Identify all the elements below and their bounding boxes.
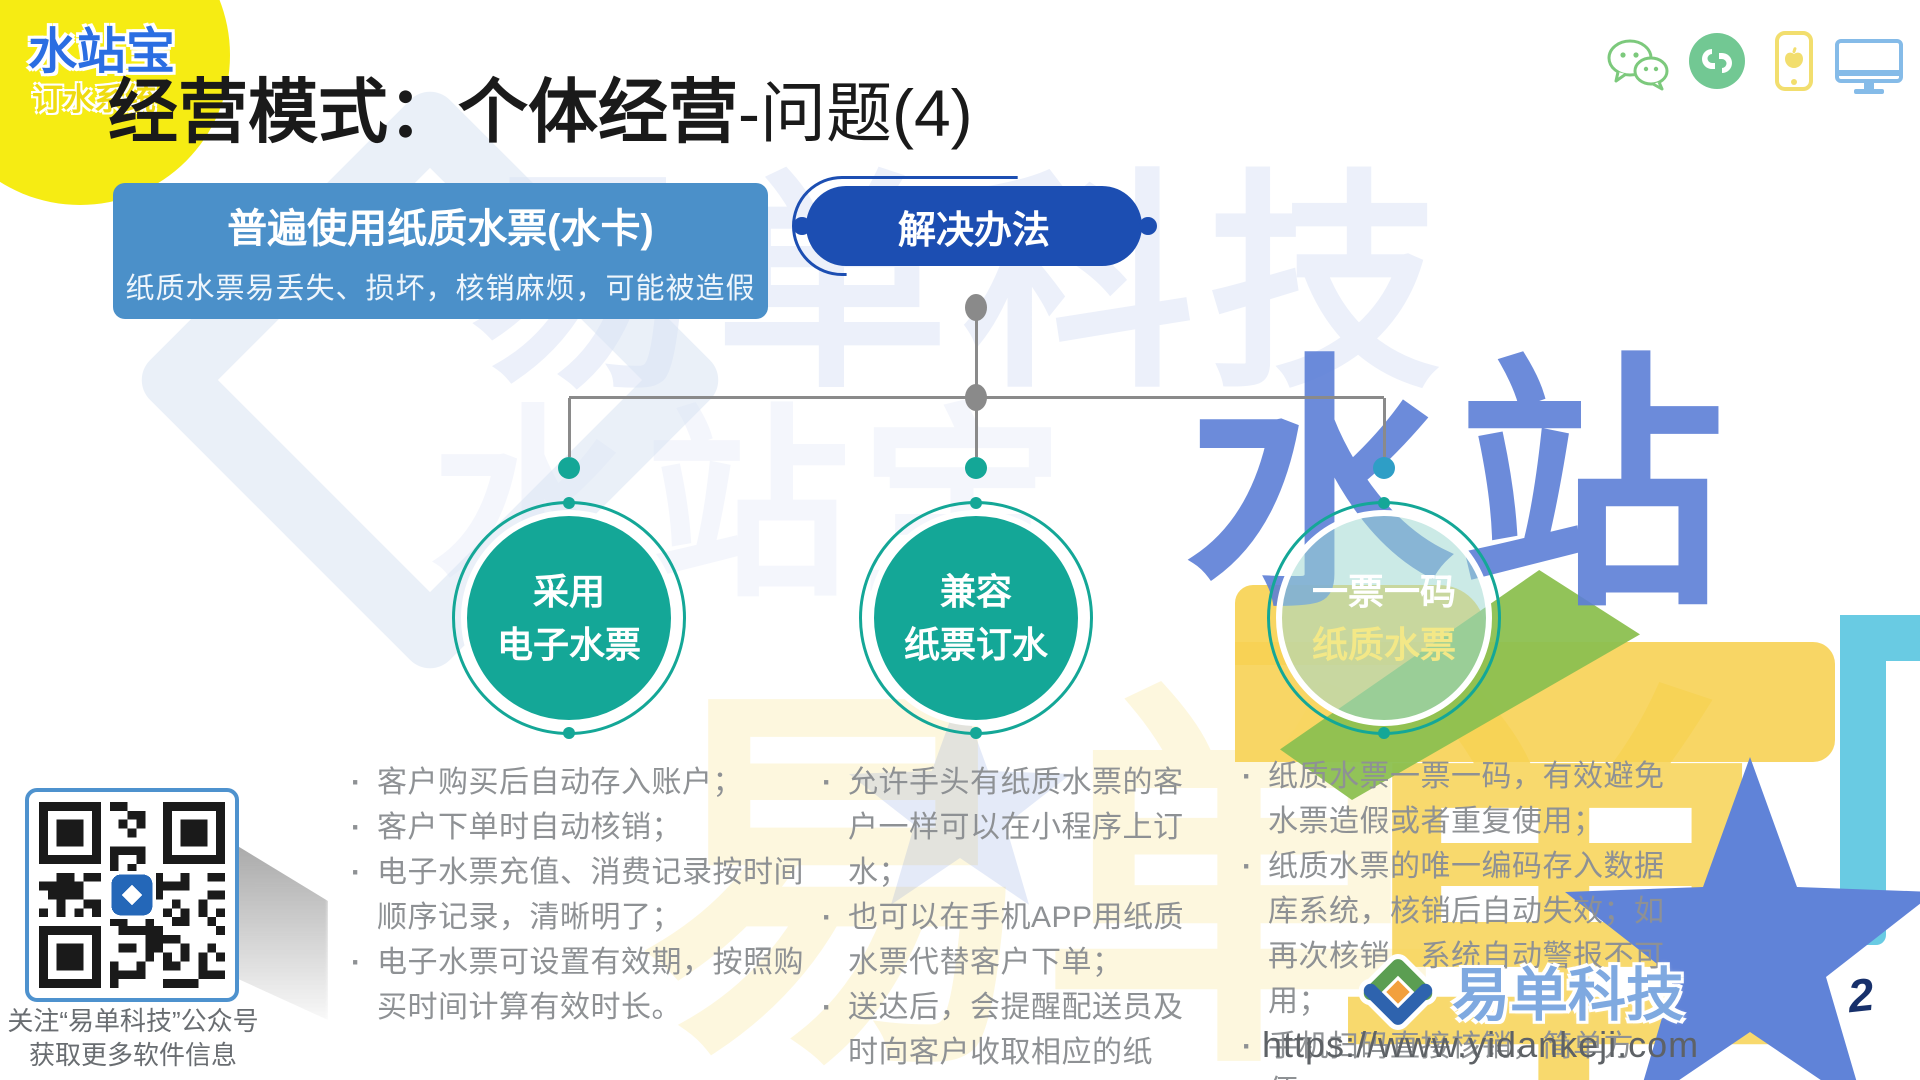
monitor-icon bbox=[1835, 39, 1903, 94]
bullet-item: 也可以在手机APP用纸质水票代替客户下单； bbox=[818, 895, 1190, 985]
branch-circle-compatible: 兼容 纸票订水 bbox=[859, 497, 1093, 739]
brand-badge-title: 水站宝 bbox=[28, 25, 176, 79]
bullet-item: 纸质水票一票一码，有效避免水票造假或者重复使用； bbox=[1238, 754, 1678, 844]
branch-dot-2 bbox=[965, 457, 987, 479]
qr-caption: 关注“易单科技”公众号 获取更多软件信息 bbox=[0, 1004, 266, 1072]
branch-circle-electronic: 采用 电子水票 bbox=[452, 497, 686, 739]
bullet-item: 允许手头有纸质水票的客户一样可以在小程序上订水； bbox=[818, 760, 1190, 895]
problem-card-title: 普遍使用纸质水票(水卡) bbox=[227, 207, 654, 251]
circle-label-line2: 电子水票 bbox=[496, 624, 641, 665]
miniprogram-icon bbox=[1689, 33, 1745, 89]
bullet-list-onecode: 纸质水票一票一码，有效避免水票造假或者重复使用；纸质水票的唯一编码存入数据库系统… bbox=[1238, 754, 1678, 1080]
cyan-corner-shape bbox=[1840, 615, 1920, 661]
page-number: 2 bbox=[1845, 967, 1877, 1023]
connector-stub-1 bbox=[568, 398, 571, 457]
problem-card: 普遍使用纸质水票(水卡) 纸质水票易丢失、损坏，核销麻烦，可能被造假 bbox=[113, 183, 768, 319]
pill-right-dot bbox=[1139, 217, 1157, 235]
connector-dot-top bbox=[965, 294, 987, 321]
bullet-item: 电子水票充值、消费记录按时间顺序记录，清晰明了； bbox=[347, 850, 812, 940]
wechat-icon bbox=[1607, 39, 1669, 91]
footer-url: https://www.yidankeji.com bbox=[1262, 1024, 1700, 1065]
bullet-item: 纸质水票的唯一编码存入数据库系统，核销后自动失效；如再次核销，系统自动警报不可用… bbox=[1238, 844, 1678, 1024]
solution-pill: 解决办法 bbox=[806, 186, 1142, 266]
circle-label-line2: 纸票订水 bbox=[903, 624, 1048, 665]
qr-code-card bbox=[25, 788, 239, 1002]
connector-vline-top bbox=[975, 308, 978, 397]
branch-circle-onecode-core: 一票一码 纸质水票 bbox=[1276, 510, 1492, 726]
footer-brand-text: 易单科技 bbox=[1452, 963, 1685, 1028]
connector-hline bbox=[569, 396, 1384, 399]
qr-code bbox=[39, 802, 225, 988]
branch-circle-electronic-core: 采用 电子水票 bbox=[461, 510, 677, 726]
circle-label-line1: 一票一码 bbox=[1311, 571, 1456, 612]
problem-card-desc: 纸质水票易丢失、损坏，核销麻烦，可能被造假 bbox=[125, 273, 756, 305]
bullet-item: 客户购买后自动存入账户； bbox=[347, 760, 812, 805]
bullet-item: 客户下单时自动核销； bbox=[347, 805, 812, 850]
solution-pill-label: 解决办法 bbox=[897, 209, 1050, 252]
blue-star-shape bbox=[1565, 757, 1920, 1080]
qr-caption-line2: 获取更多软件信息 bbox=[28, 1040, 237, 1070]
page-title-bold: 经营模式：个体经营 bbox=[108, 73, 738, 151]
brand-badge-subtitle: 订水系统 bbox=[32, 82, 156, 117]
bullet-list-electronic: 客户购买后自动存入账户；客户下单时自动核销；电子水票充值、消费记录按时间顺序记录… bbox=[347, 760, 812, 1030]
connector-stub-2 bbox=[975, 398, 978, 457]
branch-dot-3 bbox=[1373, 457, 1395, 479]
circle-label-line1: 采用 bbox=[532, 571, 605, 612]
branch-circle-onecode: 一票一码 纸质水票 bbox=[1267, 497, 1501, 739]
bullet-item: 手机扫码直接核销，简单方便。 bbox=[1238, 1024, 1678, 1080]
bullet-list-compatible: 允许手头有纸质水票的客户一样可以在小程序上订水；也可以在手机APP用纸质水票代替… bbox=[818, 760, 1190, 1080]
footer-logo-icon bbox=[1358, 954, 1438, 1030]
bullet-item: 电子水票可设置有效期，按照购买时间计算有效时长。 bbox=[347, 940, 812, 1030]
circle-label-line2: 纸质水票 bbox=[1311, 624, 1456, 665]
iphone-icon bbox=[1775, 31, 1813, 91]
circle-label-line1: 兼容 bbox=[939, 571, 1012, 612]
branch-dot-1 bbox=[558, 457, 580, 479]
page-title: 经营模式：个体经营-问题(4) bbox=[108, 56, 973, 157]
connector-stub-3 bbox=[1383, 398, 1386, 457]
pill-left-dot bbox=[793, 217, 811, 235]
qr-caption-line1: 关注“易单科技”公众号 bbox=[7, 1006, 259, 1036]
branch-circle-compatible-core: 兼容 纸票订水 bbox=[868, 510, 1084, 726]
qr-shadow bbox=[236, 845, 328, 1020]
bullet-item: 送达后，会提醒配送员及时向客户收取相应的纸票。 bbox=[818, 985, 1190, 1080]
page-title-light: -问题(4) bbox=[738, 76, 973, 150]
